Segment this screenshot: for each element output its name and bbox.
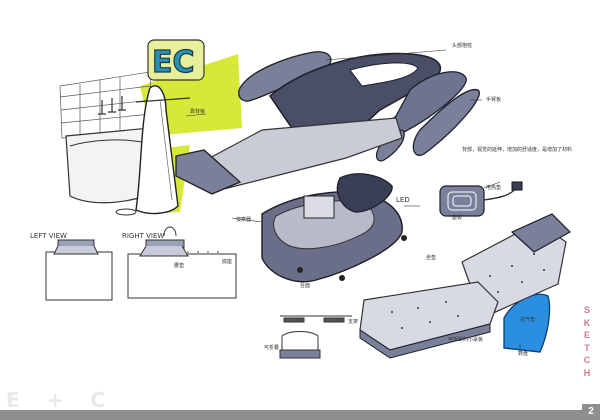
leader-lines [185,49,521,352]
right-view-label: RIGHT VIEW [122,232,165,240]
detail-sketch-1 [280,315,352,323]
lounge-chair [359,213,571,359]
note-massage: 按摩器 [236,217,252,223]
ec-logo-text: EC [152,45,195,80]
towel-bar [135,97,191,103]
note-fold: 可折叠 [264,345,280,351]
arm-rest-right-2 [412,89,480,156]
led-label: LED [396,196,410,204]
back-shell-handle [349,62,419,87]
exploded-chair [174,51,480,283]
note-detach: 可拆卸的小桌板 [448,337,484,343]
left-view-drawing [45,239,113,301]
footer-bar [0,410,600,420]
ec-logo: EC [147,39,205,81]
towel-shadow [159,99,173,201]
tile-wall [59,71,153,139]
section-label-letter: E [583,330,590,341]
note-back-detail: 背部，视觉的延伸，增加的舒适度，是增加了材料 [462,147,573,153]
note-support: 支架 [348,319,359,325]
bathtub-rim [69,139,143,147]
section-label-letter: S [583,305,590,315]
note-cushion: 坐垫 [426,255,437,261]
footer-brand: E + C [6,388,116,412]
section-label-letter: K [583,317,591,328]
floor-drain [115,208,137,216]
lounge-tufting [391,253,545,329]
foot-2 [339,275,345,281]
note-turntable: 转盘 [518,351,529,357]
note-heat: 电热垫 [486,185,502,191]
lounge-pillow [510,213,571,253]
seat-mat-end [175,149,242,195]
foot-3 [401,235,407,241]
section-label-sketch: S K E T C H [580,304,594,380]
seat-shell [336,173,393,213]
left-view-label: LEFT VIEW [30,232,67,240]
faucets [98,96,126,115]
note-air: 充气垫 [520,317,536,323]
heating-pad [439,181,523,217]
bathtub [65,127,151,204]
note-headrest: 头部抱枕 [452,43,473,49]
note-seat: 座板 [452,215,463,221]
note-arm: 手臂板 [486,97,502,103]
towel [135,85,179,215]
note-back: 靠背板 [190,109,206,115]
drawer-box [303,195,335,219]
bathroom-scene: EC [59,39,242,216]
dash-trail [187,251,219,253]
page-number: 2 [582,404,600,420]
right-view-drawing [127,226,237,299]
lounge-base [503,293,551,353]
section-label-letter: T [584,342,590,353]
note-lumbar: 腰垫 [174,263,185,269]
note-base: 底座 [222,259,233,265]
detail-sketch-2 [279,331,321,359]
section-label-letter: C [583,355,591,366]
foot-1 [297,267,303,273]
lounge-seat-side [359,323,491,359]
note-table: 台面 [300,283,311,289]
section-label-letter: H [583,367,591,378]
